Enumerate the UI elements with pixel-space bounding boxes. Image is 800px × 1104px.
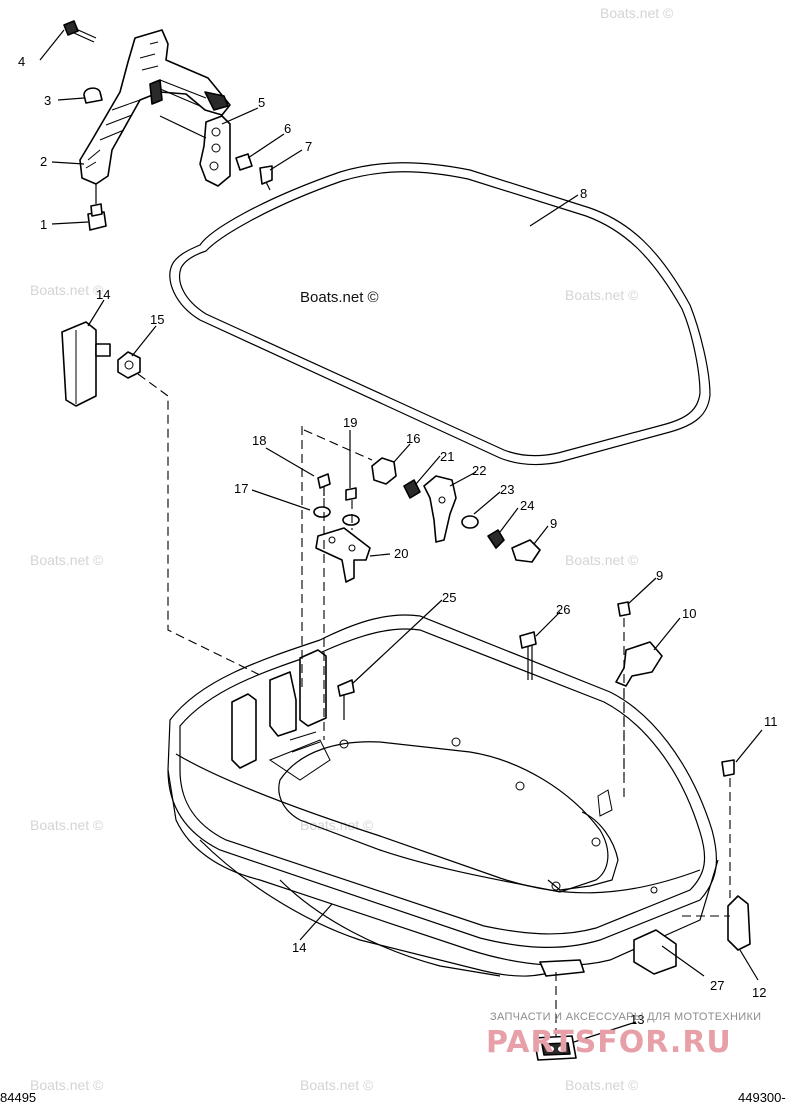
callout-25: 25	[442, 590, 456, 605]
leader-lines	[39, 29, 763, 1043]
nut-part-16-center	[371, 457, 397, 485]
callout-9b: 9	[656, 568, 663, 583]
latch-plate-part-12	[727, 895, 751, 951]
clip-part-13	[533, 1035, 577, 1061]
callout-12: 12	[752, 985, 766, 1000]
callout-18: 18	[252, 433, 266, 448]
watermark: Boats.net ©	[300, 1077, 374, 1093]
callout-20: 20	[394, 546, 408, 561]
callout-16b: 16	[406, 431, 420, 446]
callout-27: 27	[710, 978, 724, 993]
washer-part-23	[461, 515, 479, 529]
callout-22: 22	[472, 463, 486, 478]
lower-cowl-part-14	[167, 614, 719, 977]
callout-14: 14	[292, 940, 306, 955]
watermark-layer: Boats.net © Boats.net © Boats.net © Boat…	[30, 5, 674, 1093]
bracket-part-20	[315, 527, 371, 583]
callout-11: 11	[764, 714, 778, 729]
callout-6: 6	[284, 121, 291, 136]
cap-part-3	[83, 87, 103, 104]
callout-1: 1	[40, 217, 47, 232]
screw-part-18	[317, 473, 331, 496]
washer-part-21	[403, 479, 421, 499]
hinge-plate-part-5	[159, 115, 231, 187]
callout-7: 7	[305, 139, 312, 154]
bolt-part-9-center	[511, 539, 541, 563]
screw-part-19	[345, 487, 357, 501]
callout-17: 17	[234, 481, 248, 496]
callout-labels: 4 3 2 1 5 6 7 8 14 15 18 17 19 16 20 21 …	[18, 54, 778, 1027]
callout-13: 13	[630, 1012, 644, 1027]
center-watermark: Boats.net ©	[300, 289, 379, 306]
callout-8: 8	[580, 186, 587, 201]
nut-part-1	[87, 184, 107, 231]
callout-3: 3	[44, 93, 51, 108]
callout-19: 19	[343, 415, 357, 430]
drawing-code-right: 449300-	[738, 1090, 786, 1104]
watermark: Boats.net ©	[30, 282, 104, 298]
assembly-dash-lines	[137, 373, 731, 1036]
screw-part-4	[63, 20, 97, 43]
washer-part-19b	[342, 514, 360, 526]
watermark: Boats.net ©	[300, 817, 374, 833]
callout-5: 5	[258, 95, 265, 110]
seal-ring-part-8	[169, 162, 711, 466]
watermark: Boats.net ©	[600, 5, 674, 21]
latch-hook-part-22	[423, 475, 457, 543]
callout-4: 4	[18, 54, 25, 69]
watermark: Boats.net ©	[30, 552, 104, 568]
brand-name: PARTSFOR.RU	[486, 1025, 732, 1060]
watermark: Boats.net ©	[30, 817, 104, 833]
callout-9a: 9	[550, 516, 557, 531]
drawing-code-left: 84495	[0, 1090, 36, 1104]
brand-tagline: ЗАПЧАСТИ И АКСЕССУАРЫ ДЛЯ МОТОТЕХНИКИ	[490, 1011, 761, 1023]
callout-15: 14	[96, 287, 110, 302]
watermark: Boats.net ©	[565, 552, 639, 568]
callout-26: 26	[556, 602, 570, 617]
bracket-part-2	[79, 29, 231, 185]
callout-16a: 15	[150, 312, 164, 327]
screw-part-11	[721, 759, 735, 777]
callout-10: 10	[682, 606, 696, 621]
screw-part-9-right	[617, 601, 631, 617]
callout-21: 21	[440, 449, 454, 464]
bolt-part-7	[259, 165, 273, 191]
clip-part-10	[615, 641, 663, 687]
watermark: Boats.net ©	[30, 1077, 104, 1093]
partsfor-brand-watermark: ЗАПЧАСТИ И АКСЕССУАРЫ ДЛЯ МОТОТЕХНИКИ PA…	[486, 1011, 761, 1060]
callout-23: 23	[500, 482, 514, 497]
watermark: Boats.net ©	[565, 287, 639, 303]
watermark: Boats.net ©	[565, 1077, 639, 1093]
latch-block-part-15	[61, 321, 111, 407]
callout-24: 24	[520, 498, 534, 513]
callout-2: 2	[40, 154, 47, 169]
nut-part-16-left	[117, 351, 141, 379]
nut-part-24	[487, 529, 505, 549]
bolt-part-25	[337, 679, 355, 720]
washer-part-17	[313, 506, 331, 518]
